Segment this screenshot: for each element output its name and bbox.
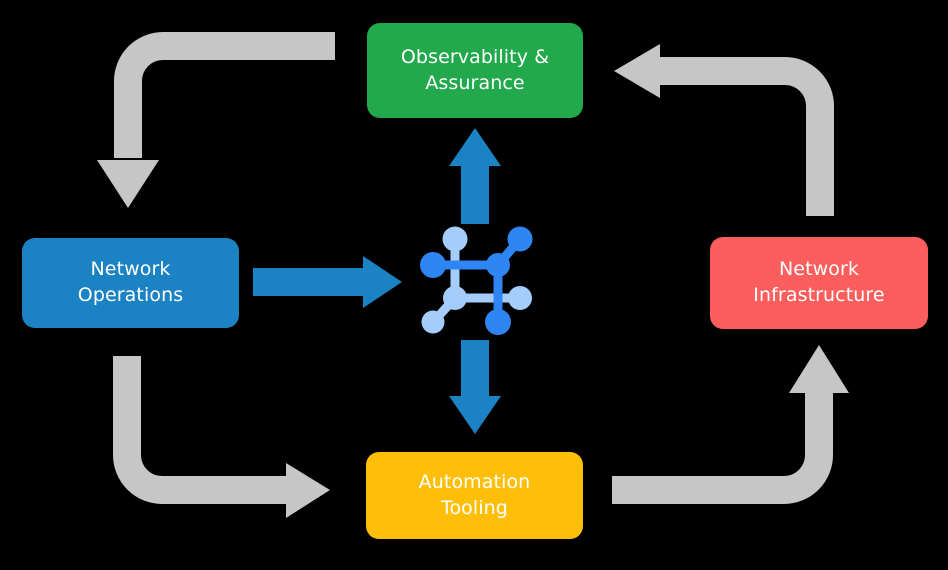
node-box-observability[interactable]: Observability & Assurance [367, 23, 583, 118]
node-label-network-infrastructure: Network Infrastructure [753, 258, 885, 306]
network-topology-icon [420, 226, 533, 335]
arrow-operations-to-automation [113, 356, 330, 518]
arrow-infrastructure-to-observability [614, 44, 834, 216]
node-label-automation-tooling: Automation Tooling [418, 470, 531, 519]
node-box-automation-tooling[interactable]: Automation Tooling [366, 452, 583, 539]
arrow-operations-to-center [253, 256, 402, 308]
node-box-network-infrastructure[interactable]: Network Infrastructure [710, 237, 928, 329]
arrow-center-to-automation [449, 340, 501, 434]
arrow-center-to-observability [449, 128, 501, 224]
node-box-network-operations[interactable]: Network Operations [22, 238, 239, 328]
arrow-automation-to-infrastructure [612, 345, 849, 504]
arrow-observability-to-operations [97, 32, 335, 208]
node-label-observability: Observability & Assurance [400, 45, 550, 94]
node-label-network-operations: Network Operations [77, 258, 184, 306]
